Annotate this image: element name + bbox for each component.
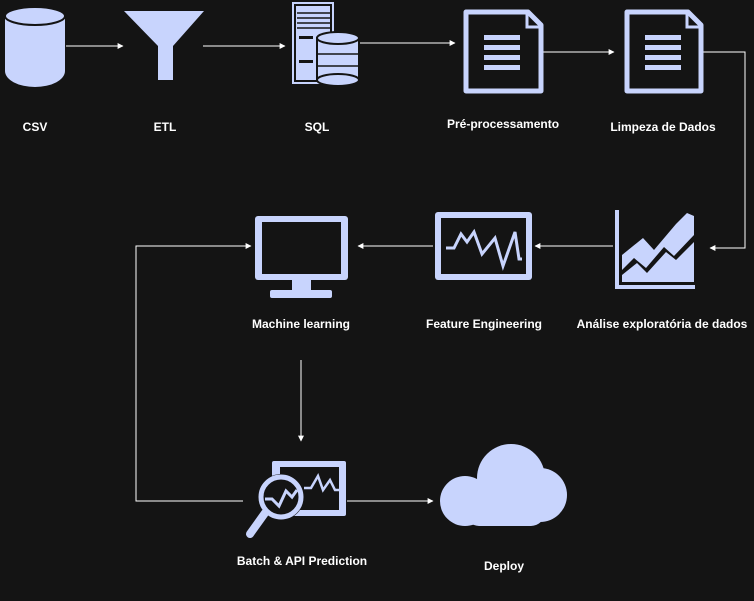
funnel-icon [124,11,204,80]
document-icon [463,9,544,94]
node-label-eda: Análise exploratória de dados [576,317,748,331]
node-label-cleaning: Limpeza de Dados [610,120,716,134]
node-label-prediction: Batch & API Prediction [236,554,368,568]
node-label-preprocessing: Pré-processamento [446,117,560,131]
node-label-csv: CSV [22,120,48,134]
server-database-icon [292,2,360,87]
database-icon [4,6,66,87]
cloud-icon [440,444,567,526]
node-label-sql: SQL [304,120,330,134]
edge-cleaning-eda [701,51,746,251]
monitor-icon [255,216,348,298]
node-label-deploy: Deploy [483,559,525,573]
node-label-feature-engineering: Feature Engineering [425,317,543,331]
magnifier-chart-icon [246,461,346,538]
edge-prediction-ml-loop [135,243,252,502]
node-label-machine-learning: Machine learning [251,317,351,331]
monitor-waveform-icon [435,212,532,280]
document-icon [624,9,704,94]
area-chart-icon [615,210,695,289]
node-label-etl: ETL [153,120,177,134]
